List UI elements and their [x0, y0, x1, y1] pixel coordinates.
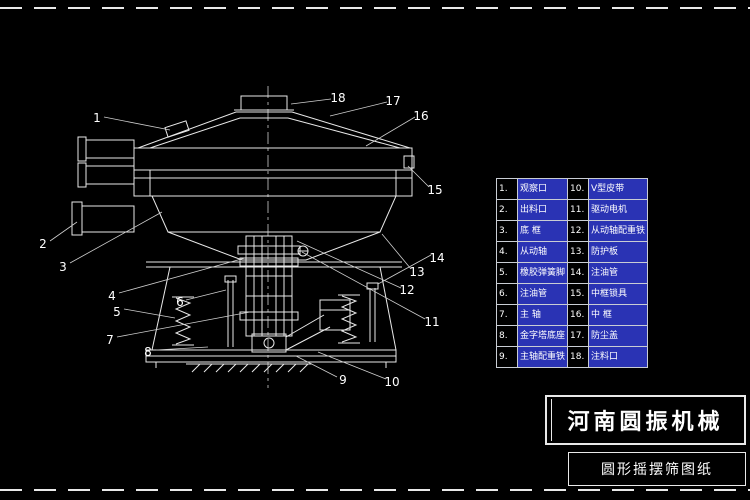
part-no: 15.: [567, 283, 590, 305]
part-name: 观察口: [516, 178, 569, 200]
part-name: 中框锁具: [588, 283, 649, 305]
callout-label-11: 11: [424, 315, 439, 329]
drawing-title-block: 圆形摇摆筛图纸: [568, 452, 746, 486]
part-name: 主 轴: [516, 304, 569, 326]
part-no: 13.: [567, 241, 590, 263]
part-no: 18.: [567, 346, 590, 368]
parts-row: 9. 主轴配重铁 18. 注料口: [496, 346, 649, 368]
callout-label-15: 15: [427, 183, 442, 197]
part-name: 注油管: [588, 262, 649, 284]
part-no: 9.: [496, 346, 518, 368]
part-no: 7.: [496, 304, 518, 326]
callout-label-17: 17: [385, 94, 400, 108]
part-no: 16.: [567, 304, 590, 326]
sieve-machine-lines: [71, 86, 415, 388]
part-no: 11.: [567, 199, 590, 221]
part-name: 主轴配重铁: [516, 346, 569, 368]
parts-row: 7. 主 轴 16. 中 框: [496, 304, 649, 326]
parts-row: 5. 橡胶弹簧脚 14. 注油管: [496, 262, 649, 284]
callout-label-16: 16: [413, 109, 428, 123]
company-title-block: 河南圆振机械: [545, 395, 746, 445]
callout-label-7: 7: [106, 333, 114, 347]
callout-label-1: 1: [93, 111, 101, 125]
part-no: 17.: [567, 325, 590, 347]
parts-row: 1. 观察口 10. V型皮带: [496, 178, 649, 200]
callout-label-18: 18: [330, 91, 345, 105]
film-edge-bottom: [0, 489, 750, 491]
part-no: 14.: [567, 262, 590, 284]
part-no: 12.: [567, 220, 590, 242]
part-name: 金字塔底座: [516, 325, 569, 347]
part-name: 中 框: [588, 304, 649, 326]
callout-label-5: 5: [113, 305, 121, 319]
part-no: 2.: [496, 199, 518, 221]
callout-label-14: 14: [429, 251, 444, 265]
callout-labels: 1 2 3 4 5 6 7 8 9 10 11 12 13 14 15 16 1…: [39, 91, 444, 389]
part-no: 5.: [496, 262, 518, 284]
part-name: 注料口: [588, 346, 649, 368]
part-name: 防护板: [588, 241, 649, 263]
part-name: 出料口: [516, 199, 569, 221]
part-name: 注油管: [516, 283, 569, 305]
parts-row: 8. 金字塔底座 17. 防尘盖: [496, 325, 649, 347]
company-name: 河南圆振机械: [567, 410, 724, 435]
part-no: 4.: [496, 241, 518, 263]
part-name: 从动轴: [516, 241, 569, 263]
part-no: 1.: [496, 178, 518, 200]
callout-label-10: 10: [384, 375, 399, 389]
callout-label-2: 2: [39, 237, 47, 251]
part-name: 从动轴配重铁: [588, 220, 649, 242]
part-no: 10.: [567, 178, 590, 200]
title-block-rule: [551, 399, 552, 441]
part-no: 6.: [496, 283, 518, 305]
callout-label-6: 6: [176, 295, 184, 309]
callout-label-3: 3: [59, 260, 67, 274]
parts-row: 2. 出料口 11. 驱动电机: [496, 199, 649, 221]
parts-row: 4. 从动轴 13. 防护板: [496, 241, 649, 263]
part-name: 驱动电机: [588, 199, 649, 221]
part-name: V型皮带: [588, 178, 649, 200]
callout-label-9: 9: [339, 373, 347, 387]
film-edge-top: [0, 7, 750, 9]
part-no: 3.: [496, 220, 518, 242]
parts-row: 6. 注油管 15. 中框锁具: [496, 283, 649, 305]
parts-table: 1. 观察口 10. V型皮带 2. 出料口 11. 驱动电机 3. 底 框 1…: [496, 178, 649, 368]
callout-label-13: 13: [409, 265, 424, 279]
leader-lines: [49, 98, 432, 380]
part-no: 8.: [496, 325, 518, 347]
part-name: 橡胶弹簧脚: [516, 262, 569, 284]
drawing-title: 圆形摇摆筛图纸: [601, 462, 713, 478]
callout-label-4: 4: [108, 289, 116, 303]
callout-label-8: 8: [144, 345, 152, 359]
part-name: 底 框: [516, 220, 569, 242]
parts-row: 3. 底 框 12. 从动轴配重铁: [496, 220, 649, 242]
callout-label-12: 12: [399, 283, 414, 297]
part-name: 防尘盖: [588, 325, 649, 347]
